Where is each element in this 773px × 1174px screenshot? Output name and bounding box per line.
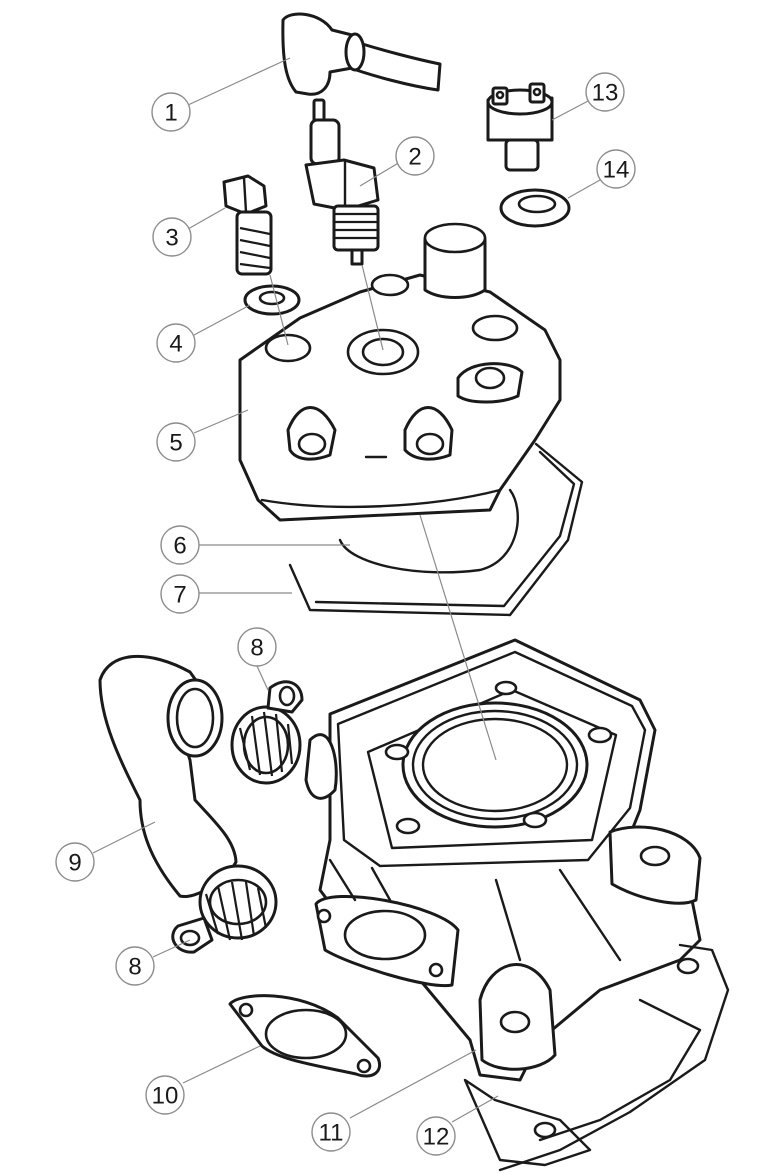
callout-3: 3 (152, 217, 192, 257)
svg-text:13: 13 (592, 80, 619, 107)
temperature-sensor (486, 82, 554, 172)
cylinder-head (238, 222, 562, 522)
svg-text:9: 9 (68, 850, 81, 877)
svg-text:6: 6 (173, 533, 186, 560)
cylinder-base-gasket (463, 943, 730, 1172)
spark-plug (304, 98, 380, 266)
assembly-axis-lines (269, 264, 497, 761)
callout-6: 6 (160, 525, 200, 565)
callout-8-lower: 8 (115, 946, 155, 986)
svg-text:11: 11 (319, 1120, 344, 1147)
svg-text:8: 8 (128, 954, 141, 981)
svg-text:5: 5 (169, 430, 182, 457)
callout-7: 7 (160, 574, 200, 614)
callout-8-upper: 8 (237, 627, 277, 667)
callout-4: 4 (156, 323, 196, 363)
spark-plug-cap (281, 12, 442, 96)
svg-text:10: 10 (152, 1083, 179, 1110)
callout-leaders (92, 57, 601, 1123)
callout-5: 5 (156, 422, 196, 462)
hose-clamp-upper (230, 680, 304, 785)
head-gasket-ring (338, 488, 519, 574)
callout-13: 13 (585, 72, 625, 112)
callouts: 1 2 3 4 5 6 7 8 (55, 72, 636, 1156)
svg-text:12: 12 (423, 1124, 450, 1151)
callout-1: 1 (151, 92, 191, 132)
svg-text:1: 1 (164, 100, 177, 127)
callout-11: 11 (311, 1112, 351, 1152)
svg-text:2: 2 (408, 144, 421, 171)
sensor-washer (499, 188, 571, 228)
exhaust-gasket (228, 994, 381, 1078)
svg-text:8: 8 (250, 635, 263, 662)
callout-14: 14 (596, 149, 636, 189)
hose-clamp-lower (171, 864, 278, 954)
svg-text:4: 4 (169, 331, 182, 358)
coolant-hose (98, 654, 238, 898)
head-gasket-plate (288, 442, 584, 617)
svg-text:3: 3 (165, 225, 178, 252)
callout-2: 2 (395, 136, 435, 176)
callout-10: 10 (145, 1075, 185, 1115)
cylinder-head-bolt (222, 174, 273, 276)
svg-text:7: 7 (173, 582, 186, 609)
bolt-washer (243, 284, 301, 316)
svg-text:14: 14 (603, 157, 630, 184)
callout-9: 9 (55, 842, 95, 882)
callout-12: 12 (416, 1116, 456, 1156)
cylinder (304, 638, 702, 1082)
